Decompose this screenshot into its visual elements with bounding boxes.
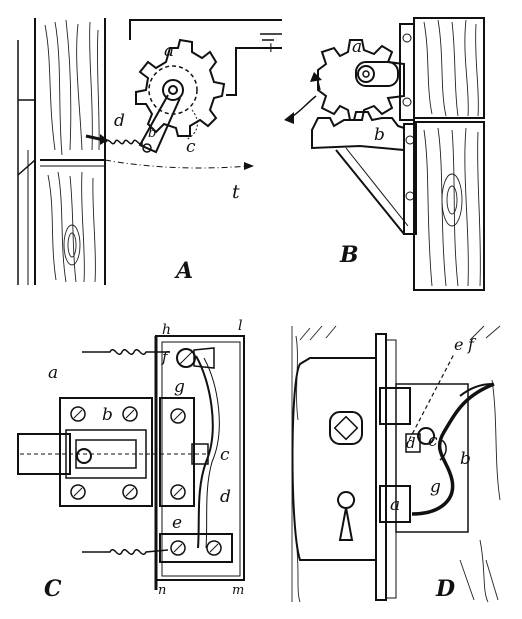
label-c-a: a: [48, 363, 58, 383]
label-c-h: h: [162, 322, 171, 338]
panel-b-arrows: [284, 72, 322, 124]
panel-c-spring-wire-a: [82, 349, 170, 355]
panel-d-wall-hatching: [291, 325, 501, 603]
label-d-f: f: [467, 335, 477, 354]
label-d-d: d: [406, 434, 416, 452]
caption-b: B: [339, 242, 359, 268]
panel-a-bracket: [129, 19, 282, 96]
panel-c-bolt-plate-b: [17, 397, 206, 507]
panel-b: a b B: [284, 17, 485, 291]
panel-b-upper-gear-a: [317, 23, 415, 121]
panel-c-terminal-e: [159, 533, 233, 563]
caption-c: C: [44, 576, 62, 602]
panel-d-wire-e: [405, 353, 455, 447]
label-a-c: c: [186, 137, 196, 157]
label-d-g: g: [430, 477, 441, 497]
label-a-t: t: [232, 181, 240, 203]
label-c-g: g: [174, 377, 185, 397]
panel-d-lock-case: [291, 333, 397, 601]
panel-a-arc-t: [104, 159, 254, 170]
label-c-f: f: [161, 348, 170, 366]
label-d-c: c: [428, 431, 438, 451]
panel-a: a b c d t + A: [17, 18, 282, 285]
caption-a: A: [174, 258, 193, 284]
panel-c-keeper-g: [159, 397, 195, 507]
label-a-d: d: [114, 111, 125, 131]
panel-a-spring-d: [85, 134, 143, 146]
label-b-b: b: [374, 125, 385, 145]
label-a-a: a: [164, 41, 174, 61]
panel-b-lower-rack-b: [311, 111, 417, 235]
label-c-m: m: [232, 583, 244, 598]
panel-c-screw-f: [176, 347, 215, 369]
panel-c-case: [154, 335, 245, 590]
label-a-plus: +: [265, 40, 277, 56]
panel-c-spring-wire-lower: [82, 549, 169, 555]
label-c-n: n: [158, 583, 166, 598]
panel-d-spring-wire-g: [411, 382, 495, 516]
label-d-e: e: [454, 335, 463, 354]
panel-b-door-post: [413, 17, 485, 291]
label-c-b: b: [102, 405, 113, 425]
label-b-a: a: [352, 37, 362, 57]
label-a-b: b: [148, 126, 156, 141]
panel-d: a b c d e f g D: [291, 325, 501, 603]
panel-c: a b c d e f g h l m n C: [17, 318, 245, 602]
label-c-d: d: [220, 487, 231, 507]
label-d-a: a: [390, 495, 400, 515]
panel-a-door-post: [17, 18, 106, 285]
label-c-c: c: [220, 445, 230, 465]
panel-a-toothed-wheel: [135, 38, 226, 154]
label-c-l: l: [238, 318, 242, 334]
panel-c-contact-spring-d: [191, 355, 220, 549]
label-c-e: e: [172, 513, 182, 533]
caption-d: D: [435, 576, 455, 602]
label-d-b: b: [460, 449, 471, 469]
